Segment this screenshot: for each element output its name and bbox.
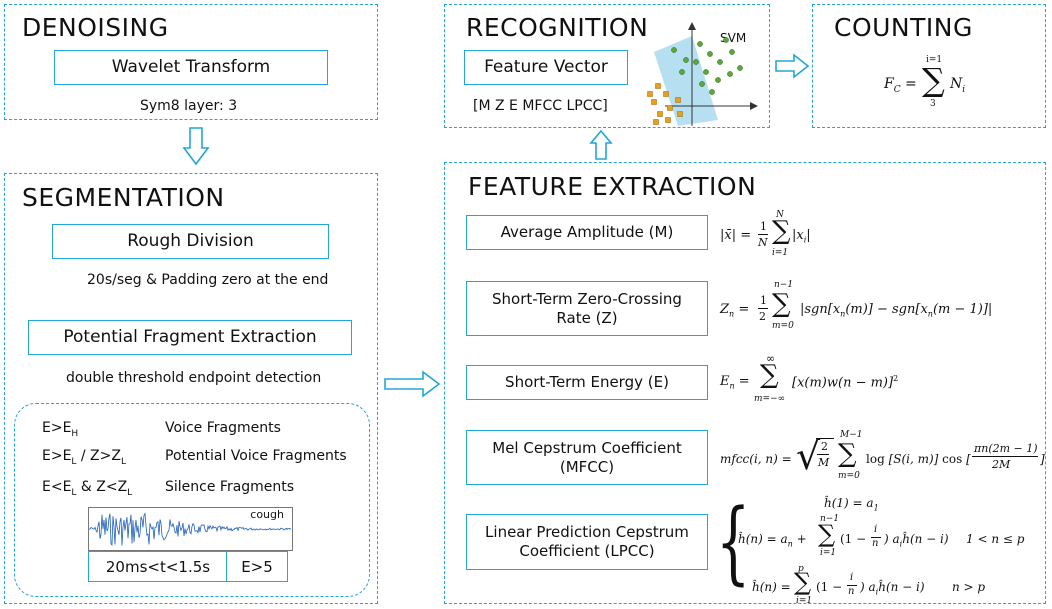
duration-rule-box: 20ms<t<1.5s (88, 551, 228, 582)
svm-class-b-point (665, 117, 671, 123)
feature-vector-contents: [M Z E MFCC LPCC] (473, 98, 608, 114)
counting-panel (812, 4, 1046, 128)
rough-division-desc: 20s/seg & Padding zero at the end (87, 272, 329, 288)
down-arrow-icon (182, 127, 210, 166)
svm-scatter-icon: SVM (647, 22, 758, 126)
feature-extraction-title: FEATURE EXTRACTION (468, 172, 757, 201)
feature-zero-crossing-rate: Short-Term Zero-Crossing Rate (Z) (466, 281, 708, 336)
energy-rule-box: E>5 (226, 551, 288, 582)
svm-class-a-point (693, 59, 699, 65)
formula-average-amplitude: |x̄| = 1 N N ∑ i=1 |xi| (720, 210, 811, 258)
right-arrow-small-icon (775, 53, 810, 79)
potential-fragment-box: Potential Fragment Extraction (28, 320, 352, 355)
svm-class-a-point (727, 71, 733, 77)
svm-class-a-point (671, 47, 677, 53)
feature-mfcc: Mel Cepstrum Coefficient (MFCC) (466, 430, 708, 485)
rough-division-box: Rough Division (52, 224, 329, 259)
rule-3-condition: E<EL & Z<ZL (42, 479, 133, 498)
up-arrow-icon (589, 129, 613, 160)
svm-class-a-point (737, 65, 743, 71)
denoising-title: DENOISING (22, 13, 169, 42)
formula-mfcc: mfcc(i, n) = √ 2 M M−1 ∑ m=0 log [S(i, m… (720, 430, 1045, 481)
rule-1-condition: E>EH (42, 420, 79, 439)
svm-class-a-point (707, 51, 713, 57)
segmentation-title: SEGMENTATION (22, 183, 225, 212)
feature-vector-box: Feature Vector (464, 50, 628, 85)
svm-class-a-point (715, 77, 721, 83)
segmentation-panel (4, 173, 378, 604)
svm-class-a-point (717, 59, 723, 65)
svm-class-b-point (663, 91, 669, 97)
waveform-trace (88, 512, 292, 546)
svm-class-a-point (679, 69, 685, 75)
svm-class-a-point (703, 69, 709, 75)
svm-label: SVM (720, 31, 746, 45)
svm-class-b-point (655, 83, 661, 89)
feature-extraction-panel (444, 162, 1046, 604)
denoising-panel (4, 4, 378, 120)
formula-zero-crossing-rate: Zn = 1 2 n−1 ∑ m=0 |sgn[xn(m)] − sgn[xn(… (720, 280, 993, 331)
wavelet-params: Sym8 layer: 3 (140, 98, 238, 114)
svm-class-b-point (651, 99, 657, 105)
feature-average-amplitude: Average Amplitude (M) (466, 215, 708, 250)
svm-class-b-point (667, 105, 673, 111)
recognition-panel (444, 4, 770, 128)
rule-3-label: Silence Fragments (165, 479, 295, 495)
svm-class-a-point (723, 37, 729, 43)
rule-2-condition: E>EL / Z>ZL (42, 448, 126, 467)
recognition-title: RECOGNITION (466, 13, 649, 42)
formula-lpcc: { ĥ(1) = a1 ĥ(n) = an + n−1 ∑ i=1 (1 − i… (716, 490, 1025, 606)
counting-title: COUNTING (834, 13, 973, 42)
feature-short-term-energy: Short-Term Energy (E) (466, 365, 708, 400)
rule-2-label: Potential Voice Fragments (165, 448, 347, 464)
threshold-rules-panel (14, 403, 370, 597)
svm-class-a-point (683, 57, 689, 63)
feature-lpcc: Linear Prediction Cepstrum Coefficient (… (466, 514, 708, 570)
formula-short-term-energy: En = ∞ ∑ m=−∞ [x(m)w(n − m)]2 (720, 352, 899, 404)
svm-class-b-point (657, 111, 663, 117)
cough-waveform: cough (88, 507, 293, 551)
svm-class-b-point (677, 111, 683, 117)
svm-class-b-point (653, 119, 659, 125)
potential-fragment-desc: double threshold endpoint detection (66, 370, 322, 386)
right-arrow-icon (384, 370, 441, 398)
svm-class-a-point (729, 49, 735, 55)
wavelet-transform-box: Wavelet Transform (54, 50, 328, 85)
counting-formula: FC = i=1 ∑ 3 Ni (884, 55, 966, 109)
waveform-label: cough (250, 508, 284, 521)
svm-class-b-point (675, 97, 681, 103)
svm-class-a-point (699, 81, 705, 87)
svm-class-a-point (709, 89, 715, 95)
svm-class-a-point (697, 41, 703, 47)
rule-1-label: Voice Fragments (165, 420, 281, 436)
svm-class-b-point (647, 91, 653, 97)
